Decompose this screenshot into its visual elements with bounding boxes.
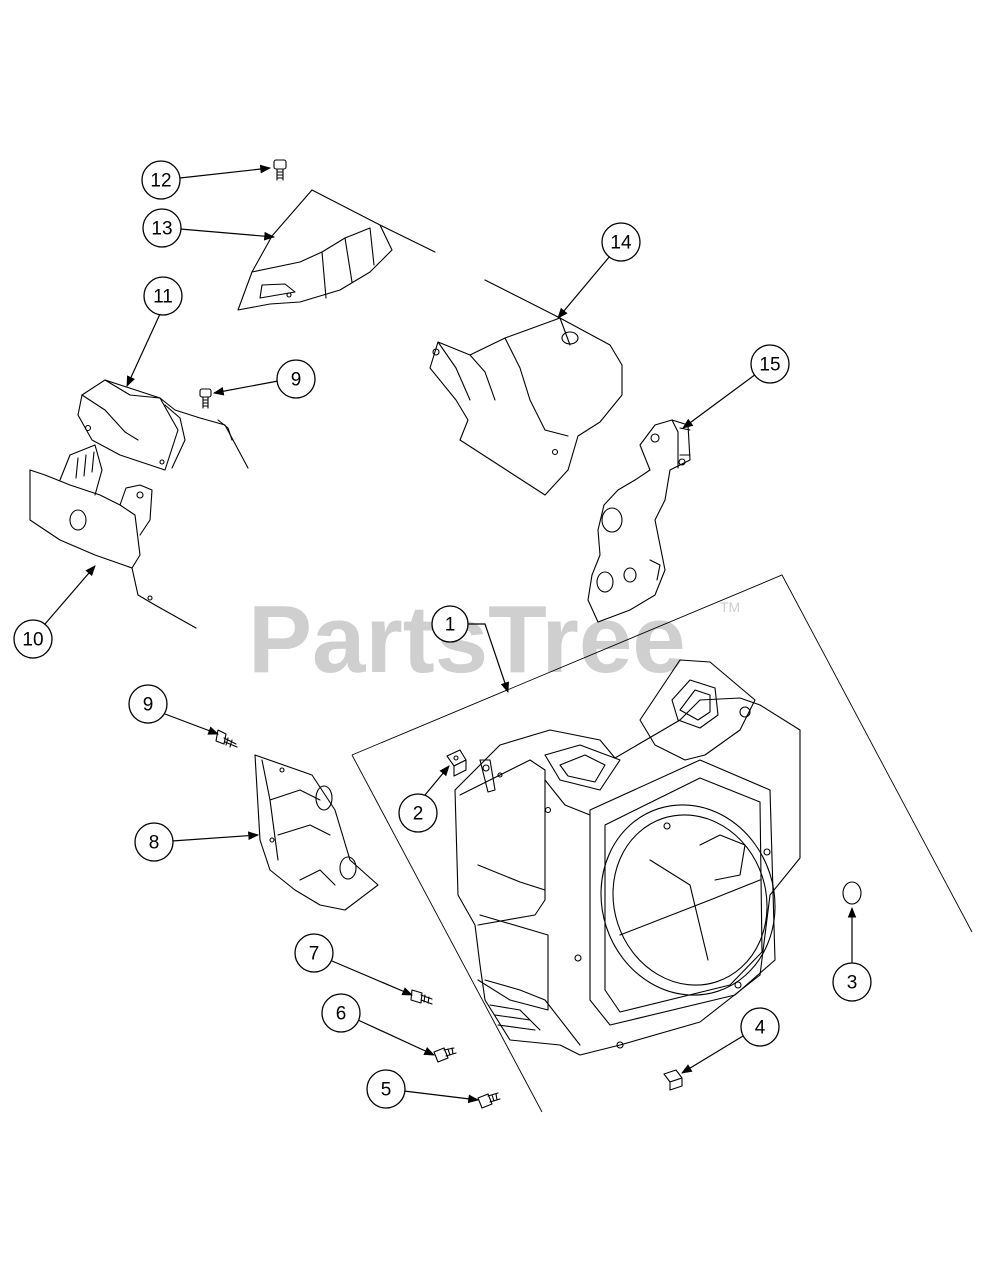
part-9-screw-upper[interactable] <box>199 388 212 409</box>
part-15-side-bracket[interactable] <box>587 419 691 623</box>
callout-label: 11 <box>153 287 173 308</box>
callout-8[interactable]: 8 <box>134 822 174 862</box>
part-5-screw[interactable] <box>477 1092 501 1109</box>
part-14-top-cover[interactable] <box>429 279 623 496</box>
part-4-nut[interactable] <box>663 1069 683 1091</box>
part-12-screw[interactable] <box>273 159 287 181</box>
callout-6[interactable]: 6 <box>321 993 361 1033</box>
callout-label: 4 <box>755 1018 766 1039</box>
callout-label: 5 <box>381 1080 392 1101</box>
callout-13[interactable]: 13 <box>142 208 182 248</box>
part-2-nut[interactable] <box>446 749 467 777</box>
callout-3[interactable]: 3 <box>832 962 872 1002</box>
callout-label: 1 <box>445 615 456 636</box>
callout-label: 15 <box>759 355 780 376</box>
callout-9-upper[interactable]: 9 <box>276 359 316 399</box>
part-13-upper-shroud[interactable] <box>237 189 436 311</box>
callout-label: 9 <box>143 695 154 716</box>
callout-label: 10 <box>22 630 43 651</box>
watermark-text: PartsTree <box>248 586 686 693</box>
watermark: PartsTree TM <box>248 586 740 693</box>
callout-9-lower[interactable]: 9 <box>128 684 168 724</box>
leader-lines <box>44 164 857 1104</box>
callout-10[interactable]: 10 <box>13 619 53 659</box>
callout-2[interactable]: 2 <box>398 793 438 833</box>
callout-label: 13 <box>151 219 172 240</box>
callout-7[interactable]: 7 <box>294 933 334 973</box>
part-8-lower-bracket[interactable] <box>254 754 379 911</box>
callout-label: 7 <box>309 944 320 965</box>
part-7-screw[interactable] <box>410 989 433 1005</box>
callout-1[interactable]: 1 <box>431 605 469 643</box>
callout-label: 12 <box>150 171 171 192</box>
part-10-left-shroud[interactable] <box>29 444 197 629</box>
callout-15[interactable]: 15 <box>750 344 790 384</box>
part-1-blower-housing[interactable] <box>351 574 973 1113</box>
callout-label: 2 <box>413 804 424 825</box>
callout-4[interactable]: 4 <box>740 1007 780 1047</box>
part-11-bracket[interactable] <box>77 379 249 471</box>
callout-label: 6 <box>336 1004 347 1025</box>
part-3-grommet[interactable] <box>842 881 862 905</box>
callout-11[interactable]: 11 <box>143 276 183 316</box>
callout-label: 14 <box>610 233 632 254</box>
callout-14[interactable]: 14 <box>601 222 641 262</box>
part-9-screw-lower[interactable] <box>215 729 238 748</box>
callout-label: 8 <box>149 833 160 854</box>
part-6-screw[interactable] <box>433 1047 457 1063</box>
callout-12[interactable]: 12 <box>141 160 181 200</box>
callouts: 12 13 11 9 14 15 10 1 9 2 8 3 7 4 6 5 <box>13 160 872 1109</box>
callout-label: 9 <box>291 370 302 391</box>
watermark-trademark: TM <box>720 599 740 615</box>
callout-5[interactable]: 5 <box>366 1069 406 1109</box>
callout-label: 3 <box>847 973 858 994</box>
